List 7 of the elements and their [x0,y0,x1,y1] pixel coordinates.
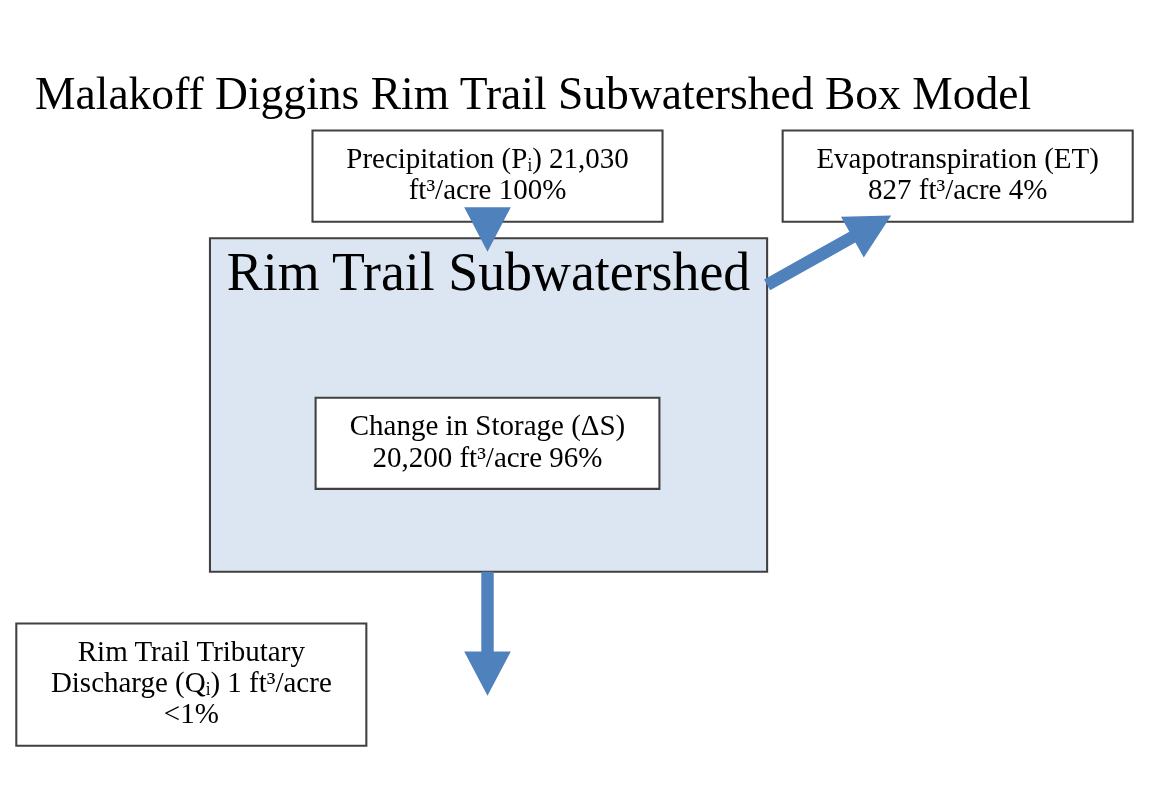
arrow [464,207,511,252]
diagram-title: Malakoff Diggins Rim Trail Subwatershed Box Model [35,68,1032,120]
arrow [764,215,892,291]
node-box: Change in Storage (ΔS) 20,200 ft³/acre 96% [314,396,661,490]
node-box: Evapotranspiration (ET) 827 ft³/acre 4% [781,129,1134,223]
node-box: Rim Trail Tributary Discharge (Qᵢ) 1 ft³/acre <1% [15,622,368,747]
arrow [464,571,511,696]
